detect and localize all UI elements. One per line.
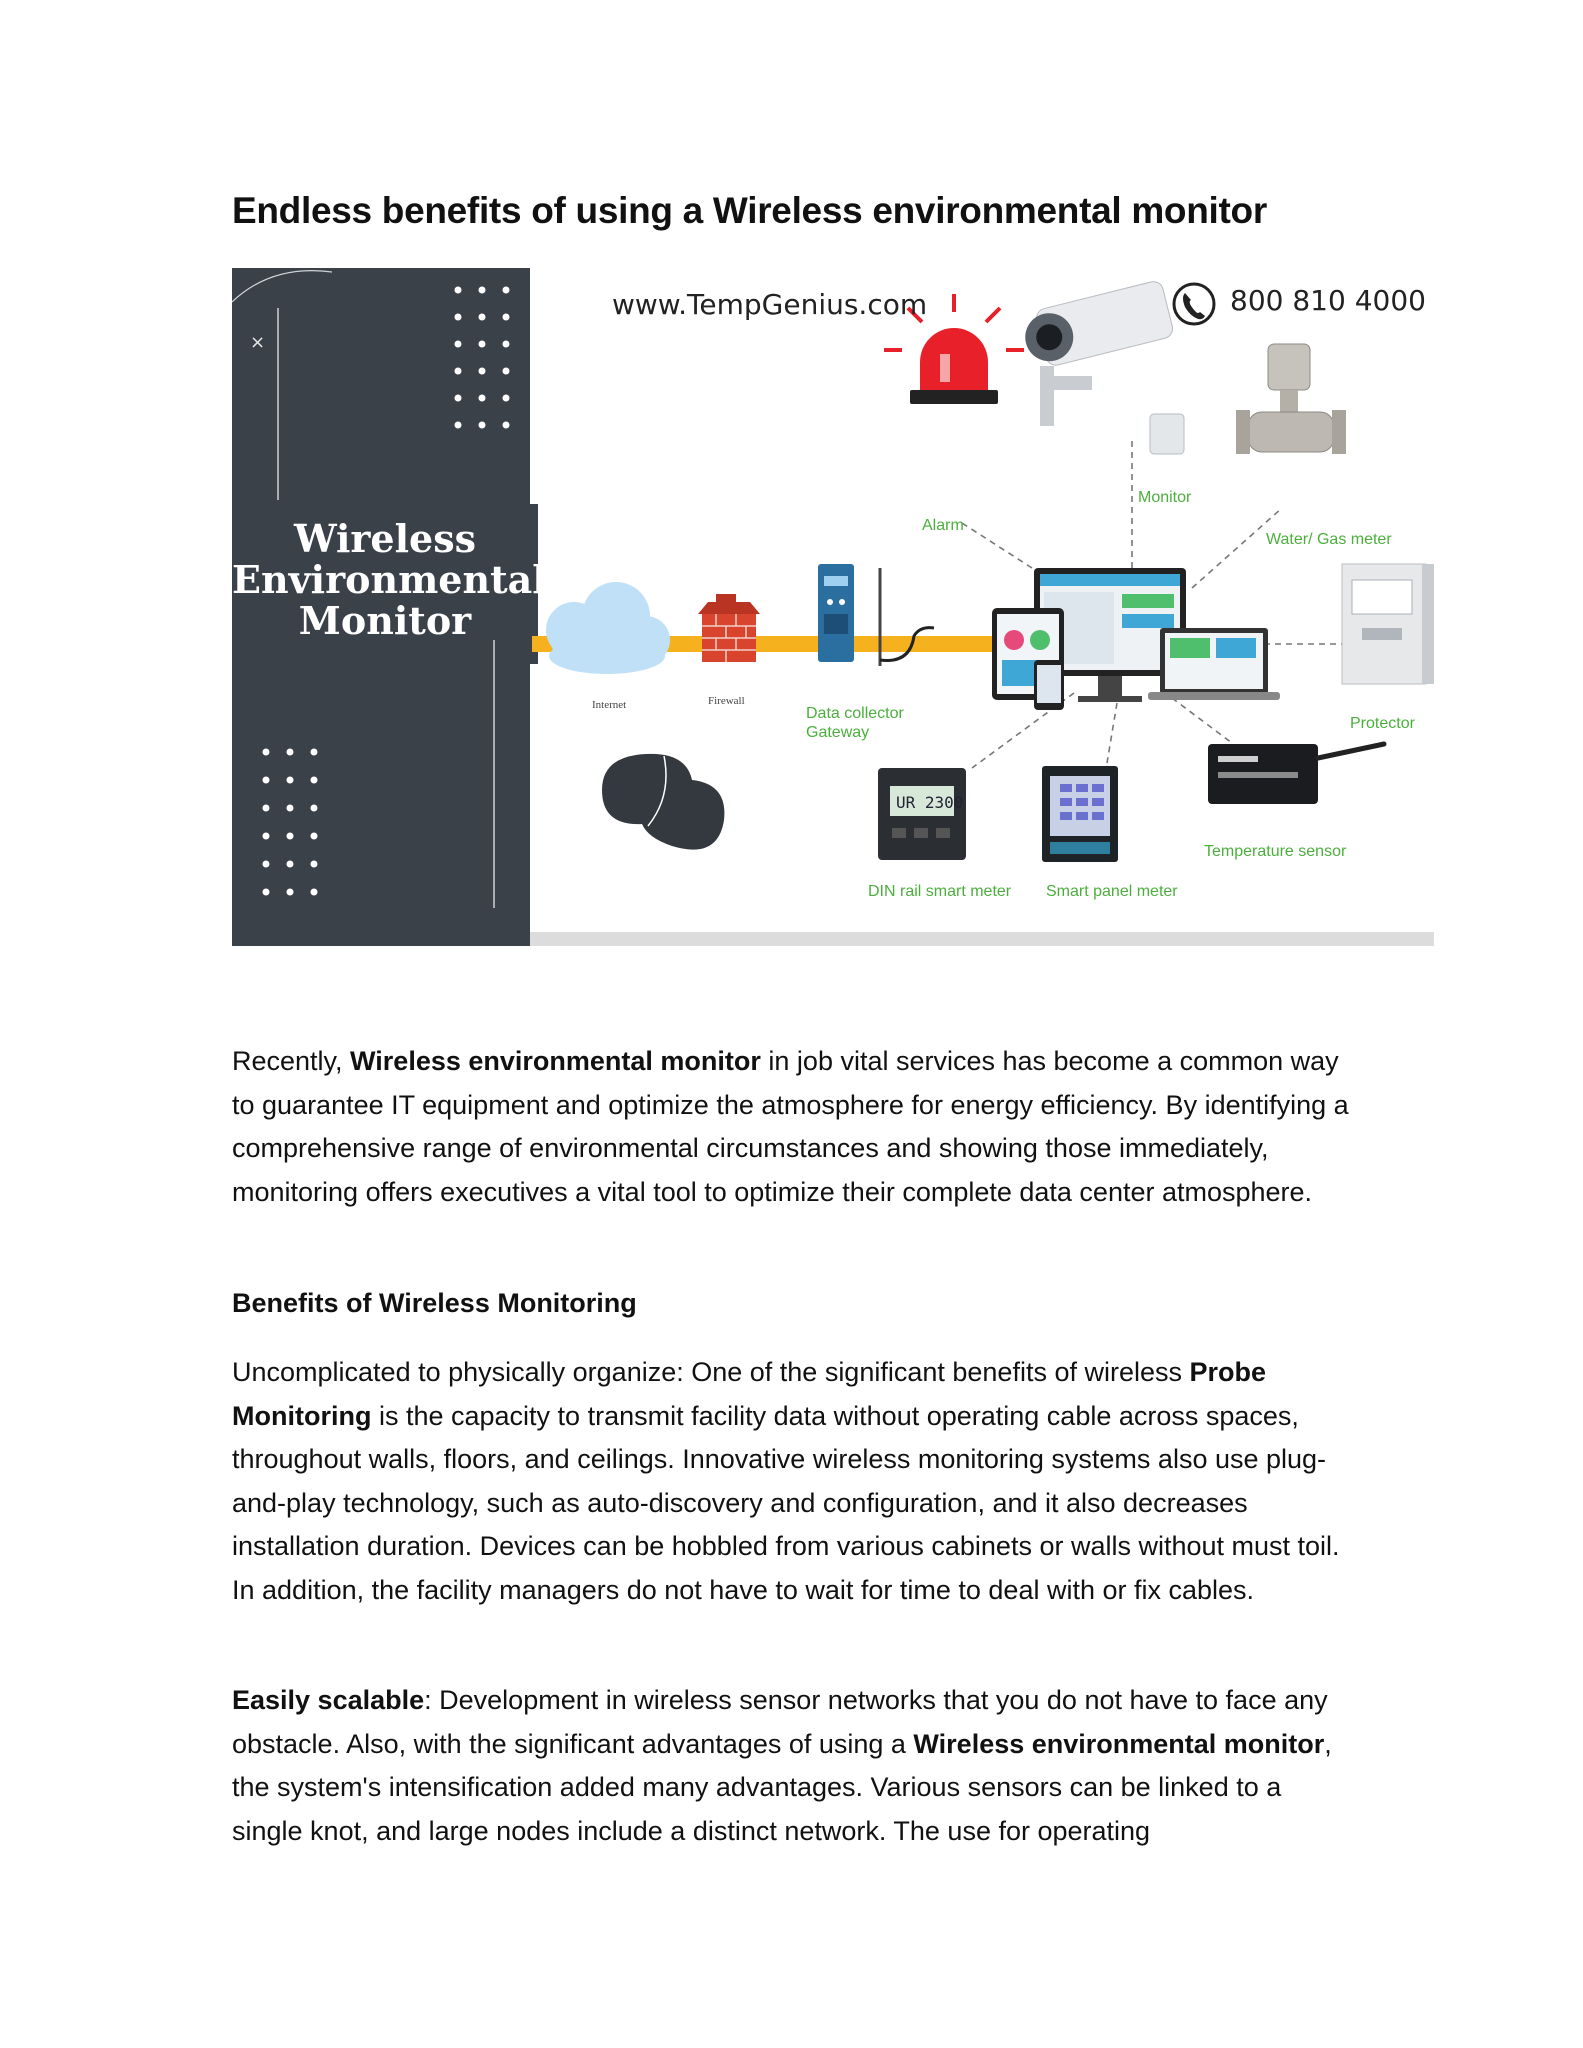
label-data-collector: Data collector bbox=[806, 705, 904, 722]
bold-keyword: Easily scalable bbox=[232, 1685, 425, 1715]
label-internet: Internet bbox=[592, 699, 627, 711]
banner-bottom-bar bbox=[530, 932, 1434, 946]
phone-number[interactable]: 800 810 4000 bbox=[1230, 284, 1426, 317]
din-meter-icon: UR 2300 bbox=[878, 768, 966, 860]
subheading-benefits: Benefits of Wireless Monitoring bbox=[232, 1288, 637, 1318]
text-run: Uncomplicated to physically organize: On… bbox=[232, 1357, 1190, 1387]
text-run: : Development in wireless sensor network… bbox=[232, 1685, 1328, 1759]
bold-keyword: Wireless environmental monitor bbox=[350, 1046, 761, 1076]
hero-banner: × bbox=[232, 268, 1434, 946]
label-firewall: Firewall bbox=[708, 695, 745, 707]
label-protector: Protector bbox=[1350, 715, 1415, 732]
label-monitor: Monitor bbox=[1138, 489, 1192, 506]
text-run: is the capacity to transmit facility dat… bbox=[232, 1400, 1340, 1605]
protector-icon bbox=[1341, 563, 1434, 685]
page-title: Endless benefits of using a Wireless env… bbox=[232, 190, 1267, 231]
close-icon: × bbox=[250, 332, 265, 353]
label-gateway: Gateway bbox=[806, 724, 870, 741]
phone-icon bbox=[1172, 282, 1216, 326]
cloud-icon bbox=[546, 582, 670, 674]
camera-icon bbox=[1025, 281, 1185, 455]
paragraph-benefit-organize: Uncomplicated to physically organize: On… bbox=[232, 1351, 1352, 1612]
paragraph-benefit-scalable: Easily scalable: Development in wireless… bbox=[232, 1679, 1352, 1853]
panel-title: Wireless Environmental Monitor bbox=[232, 516, 547, 643]
paragraph-intro: Recently, Wireless environmental monitor… bbox=[232, 1040, 1352, 1214]
blob-shape bbox=[602, 753, 725, 850]
label-din-rail-meter: DIN rail smart meter bbox=[868, 883, 1012, 900]
gateway-icon bbox=[818, 564, 935, 666]
dot-grid-bottom bbox=[262, 748, 318, 896]
firewall-icon bbox=[698, 594, 760, 662]
dot-grid-top bbox=[454, 286, 510, 429]
devices-icon bbox=[992, 568, 1280, 710]
text-run: in job vital services has become a commo… bbox=[232, 1046, 1349, 1207]
bold-keyword: Probe Monitoring bbox=[232, 1357, 1267, 1431]
banner-graphic: × bbox=[232, 268, 1434, 946]
text-run: Recently, bbox=[232, 1046, 351, 1076]
flow-meter-icon bbox=[1236, 343, 1346, 454]
alarm-icon bbox=[884, 294, 1024, 404]
dark-panel bbox=[232, 268, 530, 946]
bold-keyword: Wireless environmental monitor bbox=[913, 1728, 1325, 1759]
text-run: , the system's intensification added man… bbox=[232, 1728, 1332, 1846]
temperature-sensor-icon bbox=[1208, 741, 1387, 804]
label-alarm: Alarm bbox=[922, 517, 964, 534]
panel-meter-icon bbox=[1042, 766, 1118, 862]
label-water-gas-meter: Water/ Gas meter bbox=[1266, 531, 1392, 548]
svg-text:UR 2300: UR 2300 bbox=[896, 793, 963, 812]
website-url[interactable]: www.TempGenius.com bbox=[612, 288, 928, 321]
label-temperature-sensor: Temperature sensor bbox=[1204, 843, 1347, 860]
label-smart-panel-meter: Smart panel meter bbox=[1046, 883, 1178, 900]
